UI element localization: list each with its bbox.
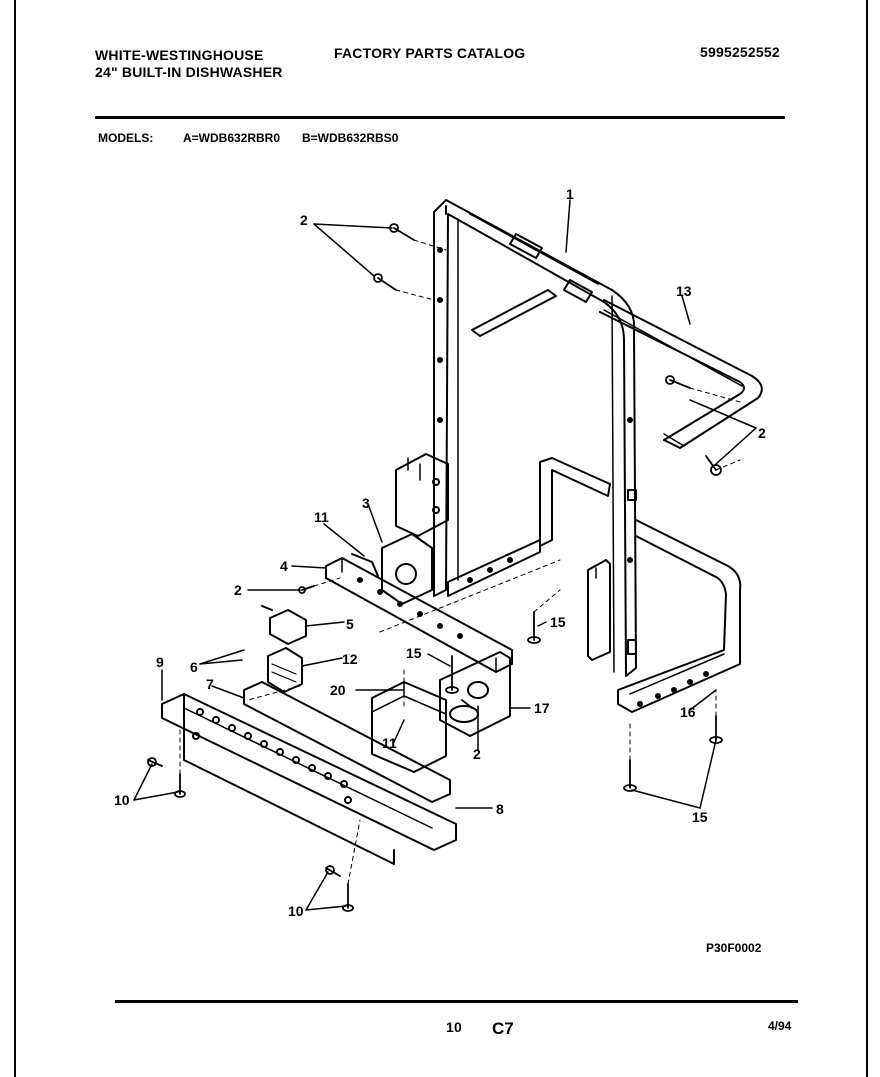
callout-2-mid: 2 [234,582,242,598]
callout-4: 4 [280,558,288,574]
switch-part-5 [261,605,307,645]
callout-16: 16 [680,704,696,720]
callout-5: 5 [346,616,354,632]
callout-11-top: 11 [314,509,329,525]
catalog-number: 5995252552 [700,44,780,60]
callout-2-bottom: 2 [473,746,481,762]
callout-11-bottom: 11 [382,735,397,751]
catalog-title: FACTORY PARTS CATALOG [334,45,526,61]
drawing-code: P30F0002 [706,941,762,955]
callout-13: 13 [676,283,692,299]
header-rule [95,116,785,119]
terminal-part-12 [267,647,303,693]
page-number: 10 [446,1019,462,1035]
callout-2-top: 2 [300,212,308,228]
drain-bracket-part-17 [439,651,511,737]
product-title: 24" BUILT-IN DISHWASHER [95,64,283,80]
alignment-lines [179,239,741,885]
revision-date: 4/94 [768,1019,792,1033]
callout-15-bottom: 15 [692,809,708,825]
kick-panel-part-8 [161,693,457,865]
bracket-part-3 [395,453,449,537]
callout-12: 12 [342,651,358,667]
callout-9: 9 [156,654,164,670]
frame-part-1 [433,199,637,677]
brand-title: WHITE-WESTINGHOUSE [95,47,264,63]
callout-8: 8 [496,801,504,817]
leader-lines [133,199,757,911]
lower-bracket [447,539,541,597]
callout-15-center: 15 [406,645,422,661]
callout-2-right: 2 [758,425,766,441]
rail-part-13 [599,299,763,449]
callout-17: 17 [534,700,550,716]
callout-1: 1 [566,186,574,202]
callout-6: 6 [190,659,198,675]
callout-10-left: 10 [114,792,130,808]
footer-rule [115,1000,798,1003]
page-border-right [866,0,868,1077]
callout-7: 7 [206,676,214,692]
motor-assembly [351,533,433,605]
callout-20: 20 [330,682,346,698]
mounting-bracket-part-4 [325,557,513,673]
model-a: A=WDB632RBR0 [183,131,281,145]
models-label: MODELS: [98,131,154,145]
base-frame-part-16 [539,457,742,713]
screws [147,223,723,912]
callout-15-mid: 15 [550,614,566,630]
bracket-plate [587,559,611,661]
page-border-left [14,0,16,1077]
section-code: C7 [492,1019,514,1038]
model-b: B=WDB632RBS0 [302,131,399,145]
callout-3: 3 [362,495,370,511]
inner-panel-part-7 [243,681,451,803]
callout-10-bottom: 10 [288,903,304,919]
